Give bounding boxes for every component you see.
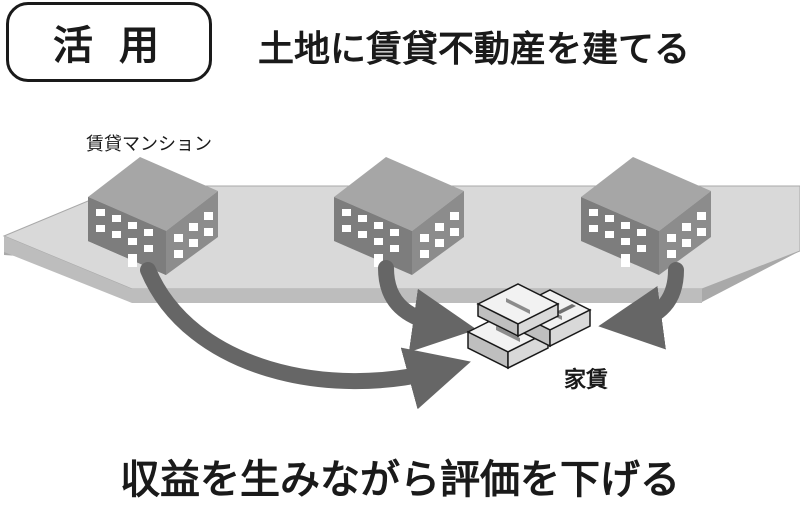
land-plot-edge <box>4 236 132 303</box>
category-badge: 活 用 <box>6 2 212 82</box>
building-icon <box>334 157 464 275</box>
building-label: 賃貸マンション <box>86 134 212 155</box>
headline: 土地に賃貸不動産を建てる <box>258 29 691 70</box>
rent-label: 家賃 <box>564 368 609 393</box>
category-badge-label: 活 用 <box>53 23 165 69</box>
money-stack-icon <box>466 283 592 370</box>
arrow-icon <box>378 260 477 353</box>
arrow-icon <box>140 262 471 410</box>
building-icon <box>88 157 218 275</box>
arrow-icon <box>598 262 684 350</box>
building-icon <box>581 157 711 275</box>
land-plot-edge-front <box>132 289 702 303</box>
bottom-message: 収益を生みながら評価を下げる <box>120 457 680 503</box>
